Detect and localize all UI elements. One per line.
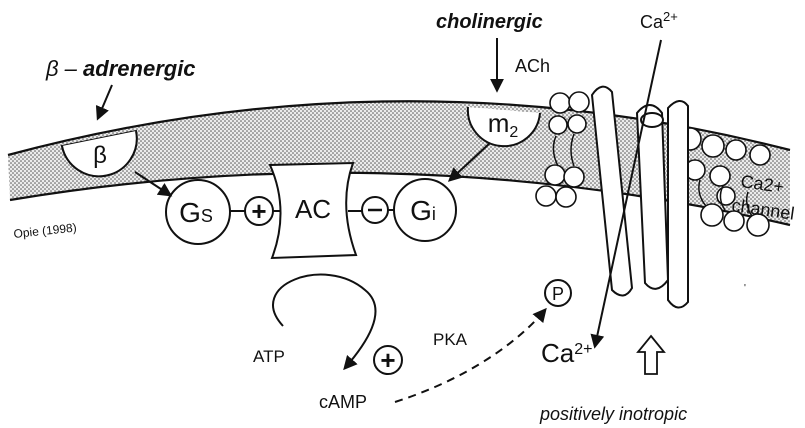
atp-to-camp-arrow [273,275,375,368]
positively-inotropic-label: positively inotropic [539,404,687,424]
beta-agonist-arrow [98,85,112,118]
ac-label: AC [295,194,331,224]
stray-mark: ' [744,283,746,294]
camp-stimulation-sign: + [380,345,395,375]
cholinergic-label: cholinergic [436,11,543,33]
atp-label: ATP [253,347,285,366]
hollow-up-arrow-icon [638,336,664,374]
camp-label: cAMP [319,392,367,412]
phosphate-label: P [552,284,564,304]
attribution: Opie (1998) [13,220,77,241]
pka-label: PKA [433,330,468,349]
beta-adrenergic-label: β – adrenergic [45,56,196,81]
ach-label: ACh [515,56,550,76]
calcium-channel [592,87,688,308]
calcium-bottom-label: Ca2+ [541,338,593,368]
stimulation-sign: + [251,196,266,226]
beta-receptor-label: β [93,142,107,169]
calcium-top-label: Ca2+ [640,9,678,32]
pka-phosphorylation-arrow [395,310,545,402]
